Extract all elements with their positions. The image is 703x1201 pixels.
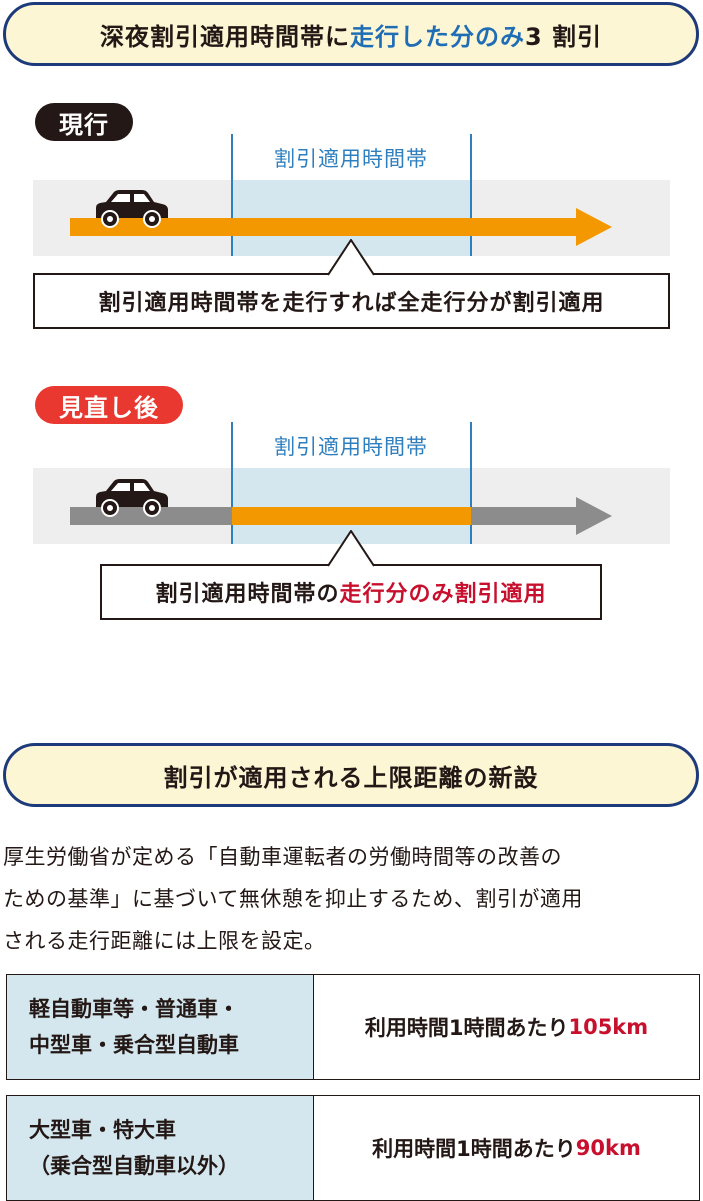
- arrowhead-current: [576, 208, 612, 246]
- zone-boundary-left-current: [231, 134, 233, 256]
- badge-current: 現行: [35, 103, 133, 141]
- callout-revised-highlight: 走行分のみ割引適用: [339, 582, 547, 607]
- zone-boundary-left-revised: [231, 422, 233, 544]
- section2-title: 割引が適用される上限距離の新設: [163, 763, 539, 792]
- section-title-highlight: 走行した分のみ: [349, 22, 525, 51]
- distance-limit-prefix: 利用時間1時間あたり: [364, 1016, 569, 1040]
- description-line: ための基準」に基づいて無休憩を抑止するため、割引が適用: [3, 887, 583, 911]
- section-title-distance-limit: 割引が適用される上限距離の新設: [3, 743, 699, 807]
- description-line: 厚生労働省が定める「自動車運転者の労働時間等の改善の: [3, 845, 562, 869]
- distance-limit-value: 90km: [575, 1136, 641, 1160]
- callout-pointer-current: [328, 239, 374, 276]
- distance-limit-value: 105km: [568, 1015, 649, 1039]
- arrowhead-revised: [576, 497, 612, 535]
- distance-limit-prefix: 利用時間1時間あたり: [372, 1137, 576, 1161]
- zone-label-current: 割引適用時間帯: [274, 147, 428, 171]
- callout-revised: 割引適用時間帯の走行分のみ割引適用: [100, 564, 602, 620]
- callout-revised-prefix: 割引適用時間帯の: [155, 582, 340, 607]
- zone-boundary-right-current: [470, 134, 472, 256]
- section-title-suffix: 3 割引: [524, 22, 603, 51]
- callout-pointer-revised: [328, 530, 374, 567]
- vehicle-class-line: （乗合型自動車以外）: [29, 1154, 239, 1178]
- travel-bar-discounted-current: [70, 218, 578, 236]
- badge-revised: 見直し後: [35, 386, 183, 424]
- callout-current: 割引適用時間帯を走行すれば全走行分が割引適用: [33, 273, 670, 329]
- car-icon: [96, 190, 168, 228]
- zone-boundary-right-revised: [470, 422, 472, 544]
- zone-label-revised: 割引適用時間帯: [274, 435, 428, 459]
- vehicle-class-line: 軽自動車等・普通車・: [29, 997, 239, 1021]
- badge-current-label: 現行: [59, 110, 109, 139]
- callout-current-text: 割引適用時間帯を走行すれば全走行分が割引適用: [98, 291, 605, 316]
- vehicle-class-line: 中型車・乗合型自動車: [29, 1033, 239, 1057]
- description-paragraph: 厚生労働省が定める「自動車運転者の労働時間等の改善の ための基準」に基づいて無休…: [3, 836, 701, 962]
- section-title-prefix: 深夜割引適用時間帯に: [99, 22, 350, 51]
- description-line: される走行距離には上限を設定。: [3, 929, 326, 953]
- badge-revised-label: 見直し後: [59, 393, 159, 422]
- section-title-night-discount: 深夜割引適用時間帯に走行した分のみ 3 割引: [3, 2, 699, 66]
- travel-bar-discounted-revised: [232, 507, 471, 525]
- vehicle-class-line: 大型車・特大車: [29, 1118, 176, 1142]
- vehicle-class-cell: 軽自動車等・普通車・ 中型車・乗合型自動車: [7, 975, 314, 1079]
- vehicle-class-cell: 大型車・特大車 （乗合型自動車以外）: [7, 1096, 314, 1200]
- car-icon: [96, 479, 168, 517]
